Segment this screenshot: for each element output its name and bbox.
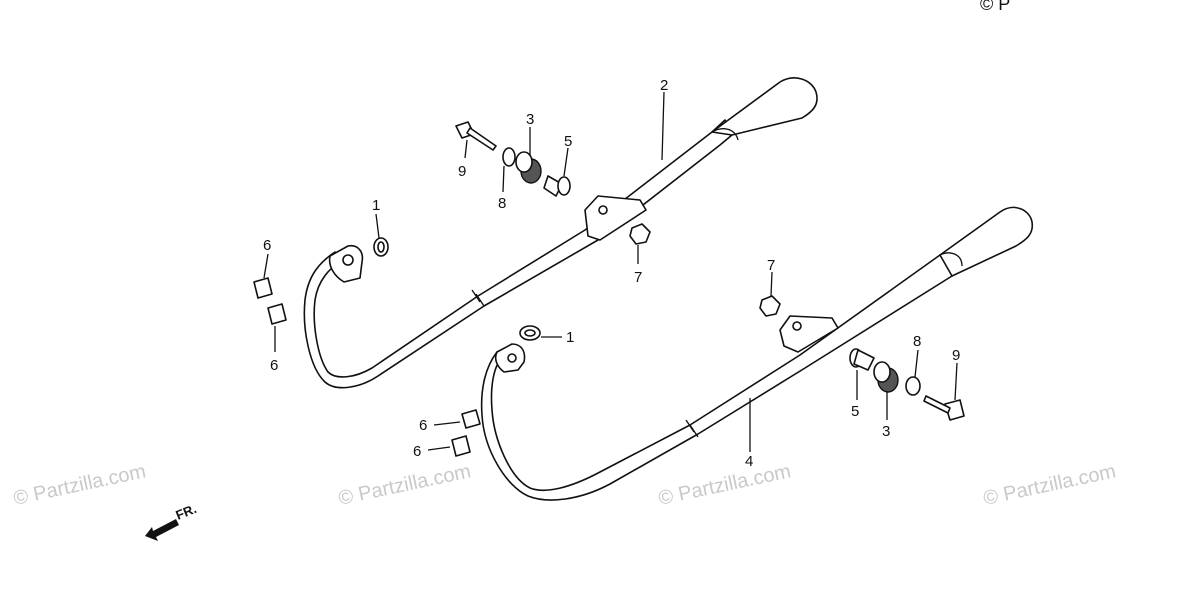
washer-lower — [905, 376, 921, 396]
callout-6-d: 6 — [413, 443, 421, 460]
callout-1-upper: 1 — [372, 197, 380, 214]
joint-nut-3 — [461, 409, 481, 429]
flange-nut-upper — [629, 223, 651, 245]
washer-upper — [502, 147, 516, 167]
callouts: 1 1 2 3 3 4 5 5 6 6 6 6 7 7 8 8 9 9 — [263, 77, 960, 470]
callout-5-upper: 5 — [564, 133, 572, 150]
lower-muffler-body — [939, 206, 1034, 277]
callout-6-c: 6 — [419, 417, 427, 434]
lower-muffler-assembly — [480, 206, 1034, 501]
callout-9-upper: 9 — [458, 163, 466, 180]
watermark-3: © Partzilla.com — [656, 460, 792, 510]
callout-9-lower: 9 — [952, 347, 960, 364]
front-label: FR. — [174, 501, 199, 523]
upper-muffler-body — [711, 77, 818, 136]
small-parts — [253, 121, 965, 457]
leader-lines — [263, 91, 958, 452]
callout-4: 4 — [745, 453, 753, 470]
front-arrow-icon — [145, 519, 179, 541]
callout-2: 2 — [660, 77, 668, 94]
joint-nut-1 — [253, 277, 273, 299]
watermark-4: © Partzilla.com — [981, 460, 1117, 510]
upper-muffler-assembly — [303, 77, 818, 389]
damper-rubber-upper — [515, 151, 542, 184]
callout-8-lower: 8 — [913, 333, 921, 350]
callout-8-upper: 8 — [498, 195, 506, 212]
lower-exhaust-pipe — [480, 254, 953, 501]
bolt-lower — [923, 395, 965, 421]
callout-7-lower: 7 — [767, 257, 775, 274]
damper-rubber-lower — [873, 361, 899, 393]
watermark-corner: © P — [980, 0, 1010, 14]
callout-5-lower: 5 — [851, 403, 859, 420]
callout-3-lower: 3 — [882, 423, 890, 440]
joint-nut-2 — [267, 303, 287, 325]
callout-1-lower: 1 — [566, 329, 574, 346]
collar-lower — [849, 348, 875, 371]
flange-nut-lower — [759, 295, 781, 317]
callout-3-upper: 3 — [526, 111, 534, 128]
bolt-upper — [455, 121, 497, 151]
watermark-2: © Partzilla.com — [336, 460, 472, 510]
callout-6-b: 6 — [270, 357, 278, 374]
upper-exhaust-pipe — [303, 119, 733, 389]
collar-upper — [543, 175, 571, 197]
callout-7-upper: 7 — [634, 269, 642, 286]
front-direction-indicator: FR. — [145, 501, 199, 541]
callout-6-a: 6 — [263, 237, 271, 254]
watermark-1: © Partzilla.com — [11, 460, 147, 510]
joint-nut-4 — [451, 435, 471, 457]
